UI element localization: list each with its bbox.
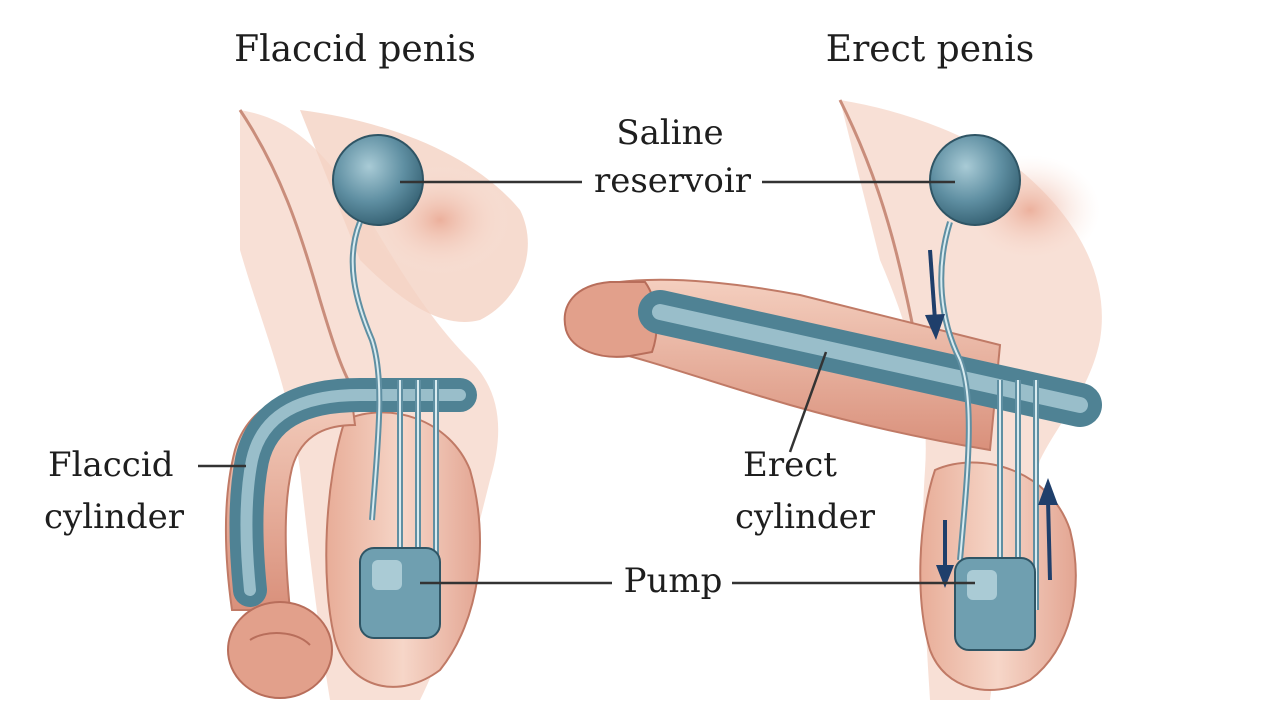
label-erect-cylinder: cylinder — [715, 494, 895, 540]
label-flaccid: Flaccid — [48, 442, 208, 488]
label-reservoir: reservoir — [580, 158, 765, 204]
flow-arrow-up — [1048, 500, 1050, 580]
right-saline-reservoir — [930, 135, 1020, 225]
label-saline: Saline — [590, 110, 750, 156]
title-flaccid-penis: Flaccid penis — [200, 28, 510, 72]
flaccid-figure — [226, 110, 528, 700]
label-erect: Erect — [710, 442, 870, 488]
title-erect-penis: Erect penis — [780, 28, 1080, 72]
label-pump: Pump — [612, 558, 734, 604]
label-flaccid-cylinder: cylinder — [44, 494, 214, 540]
left-glans — [228, 602, 332, 698]
left-pump — [360, 548, 440, 638]
left-saline-reservoir — [333, 135, 423, 225]
